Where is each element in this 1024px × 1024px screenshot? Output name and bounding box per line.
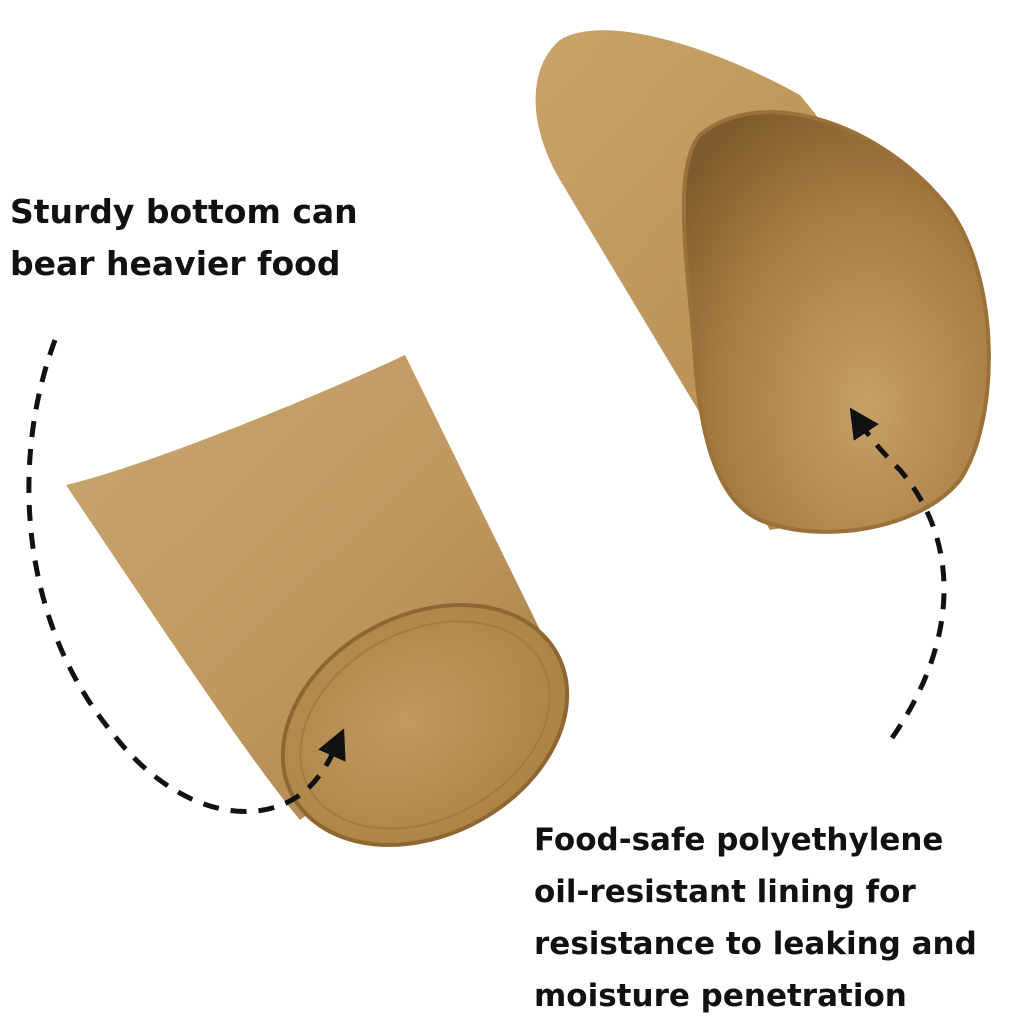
caption-line: resistance to leaking and	[534, 926, 977, 962]
caption-line: Sturdy bottom can	[10, 192, 358, 231]
paper-cup	[66, 355, 570, 847]
dashed-arrow-icon	[849, 407, 947, 740]
cup-bottom	[280, 603, 570, 847]
dashed-arrow-icon	[26, 339, 346, 815]
caption-line: moisture penetration	[534, 978, 907, 1014]
caption-line: bear heavier food	[10, 244, 341, 283]
sturdy-bottom-caption: Sturdy bottom can bear heavier food	[10, 186, 358, 290]
lining-caption: Food-safe polyethylene oil-resistant lin…	[534, 814, 977, 1022]
caption-line: oil-resistant lining for	[534, 874, 916, 910]
paper-cone	[535, 30, 991, 534]
caption-line: Food-safe polyethylene	[534, 822, 944, 858]
cone-opening	[681, 110, 991, 534]
